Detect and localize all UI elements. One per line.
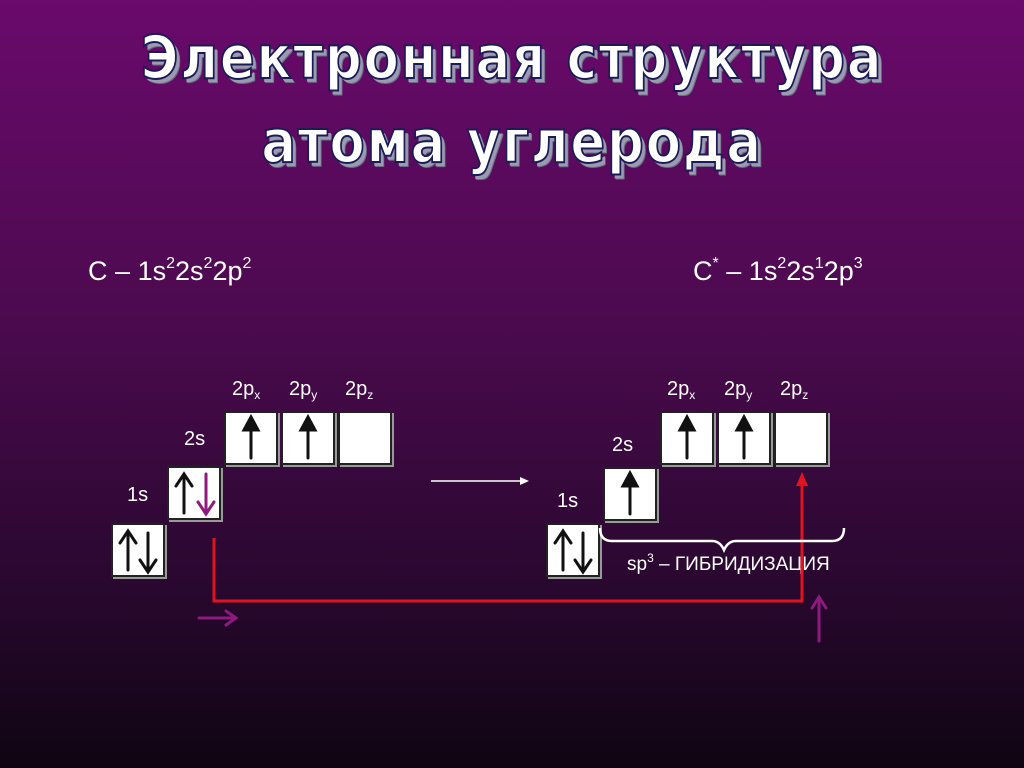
- left-1s-orbital: [111, 523, 165, 577]
- ground-state-formula: C – 1s22s22p2: [88, 255, 252, 287]
- left-2py-label: 2py: [289, 378, 318, 402]
- electron-promotion-path: [212, 472, 808, 603]
- right-2px-up-arrow-icon: [677, 413, 697, 460]
- left-2px-up-arrow-icon: [241, 413, 261, 460]
- right-1s-orbital: [546, 523, 600, 577]
- left-2py-up-arrow-icon: [298, 413, 318, 460]
- slide-title-line-1: Электронная структура: [140, 22, 884, 94]
- hybridization-label: sp3 – ГИБРИДИЗАЦИЯ: [627, 551, 830, 575]
- right-1s-label: 1s: [557, 490, 579, 512]
- purple-up-arrow-icon: [810, 594, 828, 643]
- excited-state-formula: C* – 1s22s12p3: [693, 255, 863, 287]
- slide-title-line-2: атома углерода: [260, 106, 763, 178]
- right-2px-label: 2px: [667, 378, 696, 402]
- hybridization-brace: [598, 527, 846, 554]
- left-2pz-orbital: [338, 411, 392, 465]
- right-1s-down-arrow-icon: [573, 531, 593, 575]
- right-2py-up-arrow-icon: [734, 413, 754, 460]
- left-2s-up-arrow-icon: [174, 471, 194, 515]
- left-1s-label: 1s: [127, 484, 149, 506]
- right-2s-up-arrow-icon: [620, 469, 640, 516]
- right-1s-up-arrow-icon: [553, 528, 573, 572]
- left-2px-label: 2px: [232, 378, 261, 402]
- left-2pz-label: 2pz: [345, 378, 374, 402]
- left-1s-down-arrow-icon: [138, 531, 158, 575]
- left-2s-down-arrow-purple-icon: [196, 472, 216, 517]
- left-1s-up-arrow-icon: [118, 528, 138, 572]
- purple-right-arrow-icon: [197, 609, 239, 627]
- right-2py-label: 2py: [724, 378, 753, 402]
- transition-arrow-icon: [431, 477, 529, 485]
- left-2s-orbital: [167, 466, 221, 520]
- right-2pz-label: 2pz: [780, 378, 809, 402]
- right-2s-label: 2s: [612, 434, 634, 456]
- left-2s-label: 2s: [184, 428, 206, 450]
- right-2pz-orbital: [774, 411, 828, 465]
